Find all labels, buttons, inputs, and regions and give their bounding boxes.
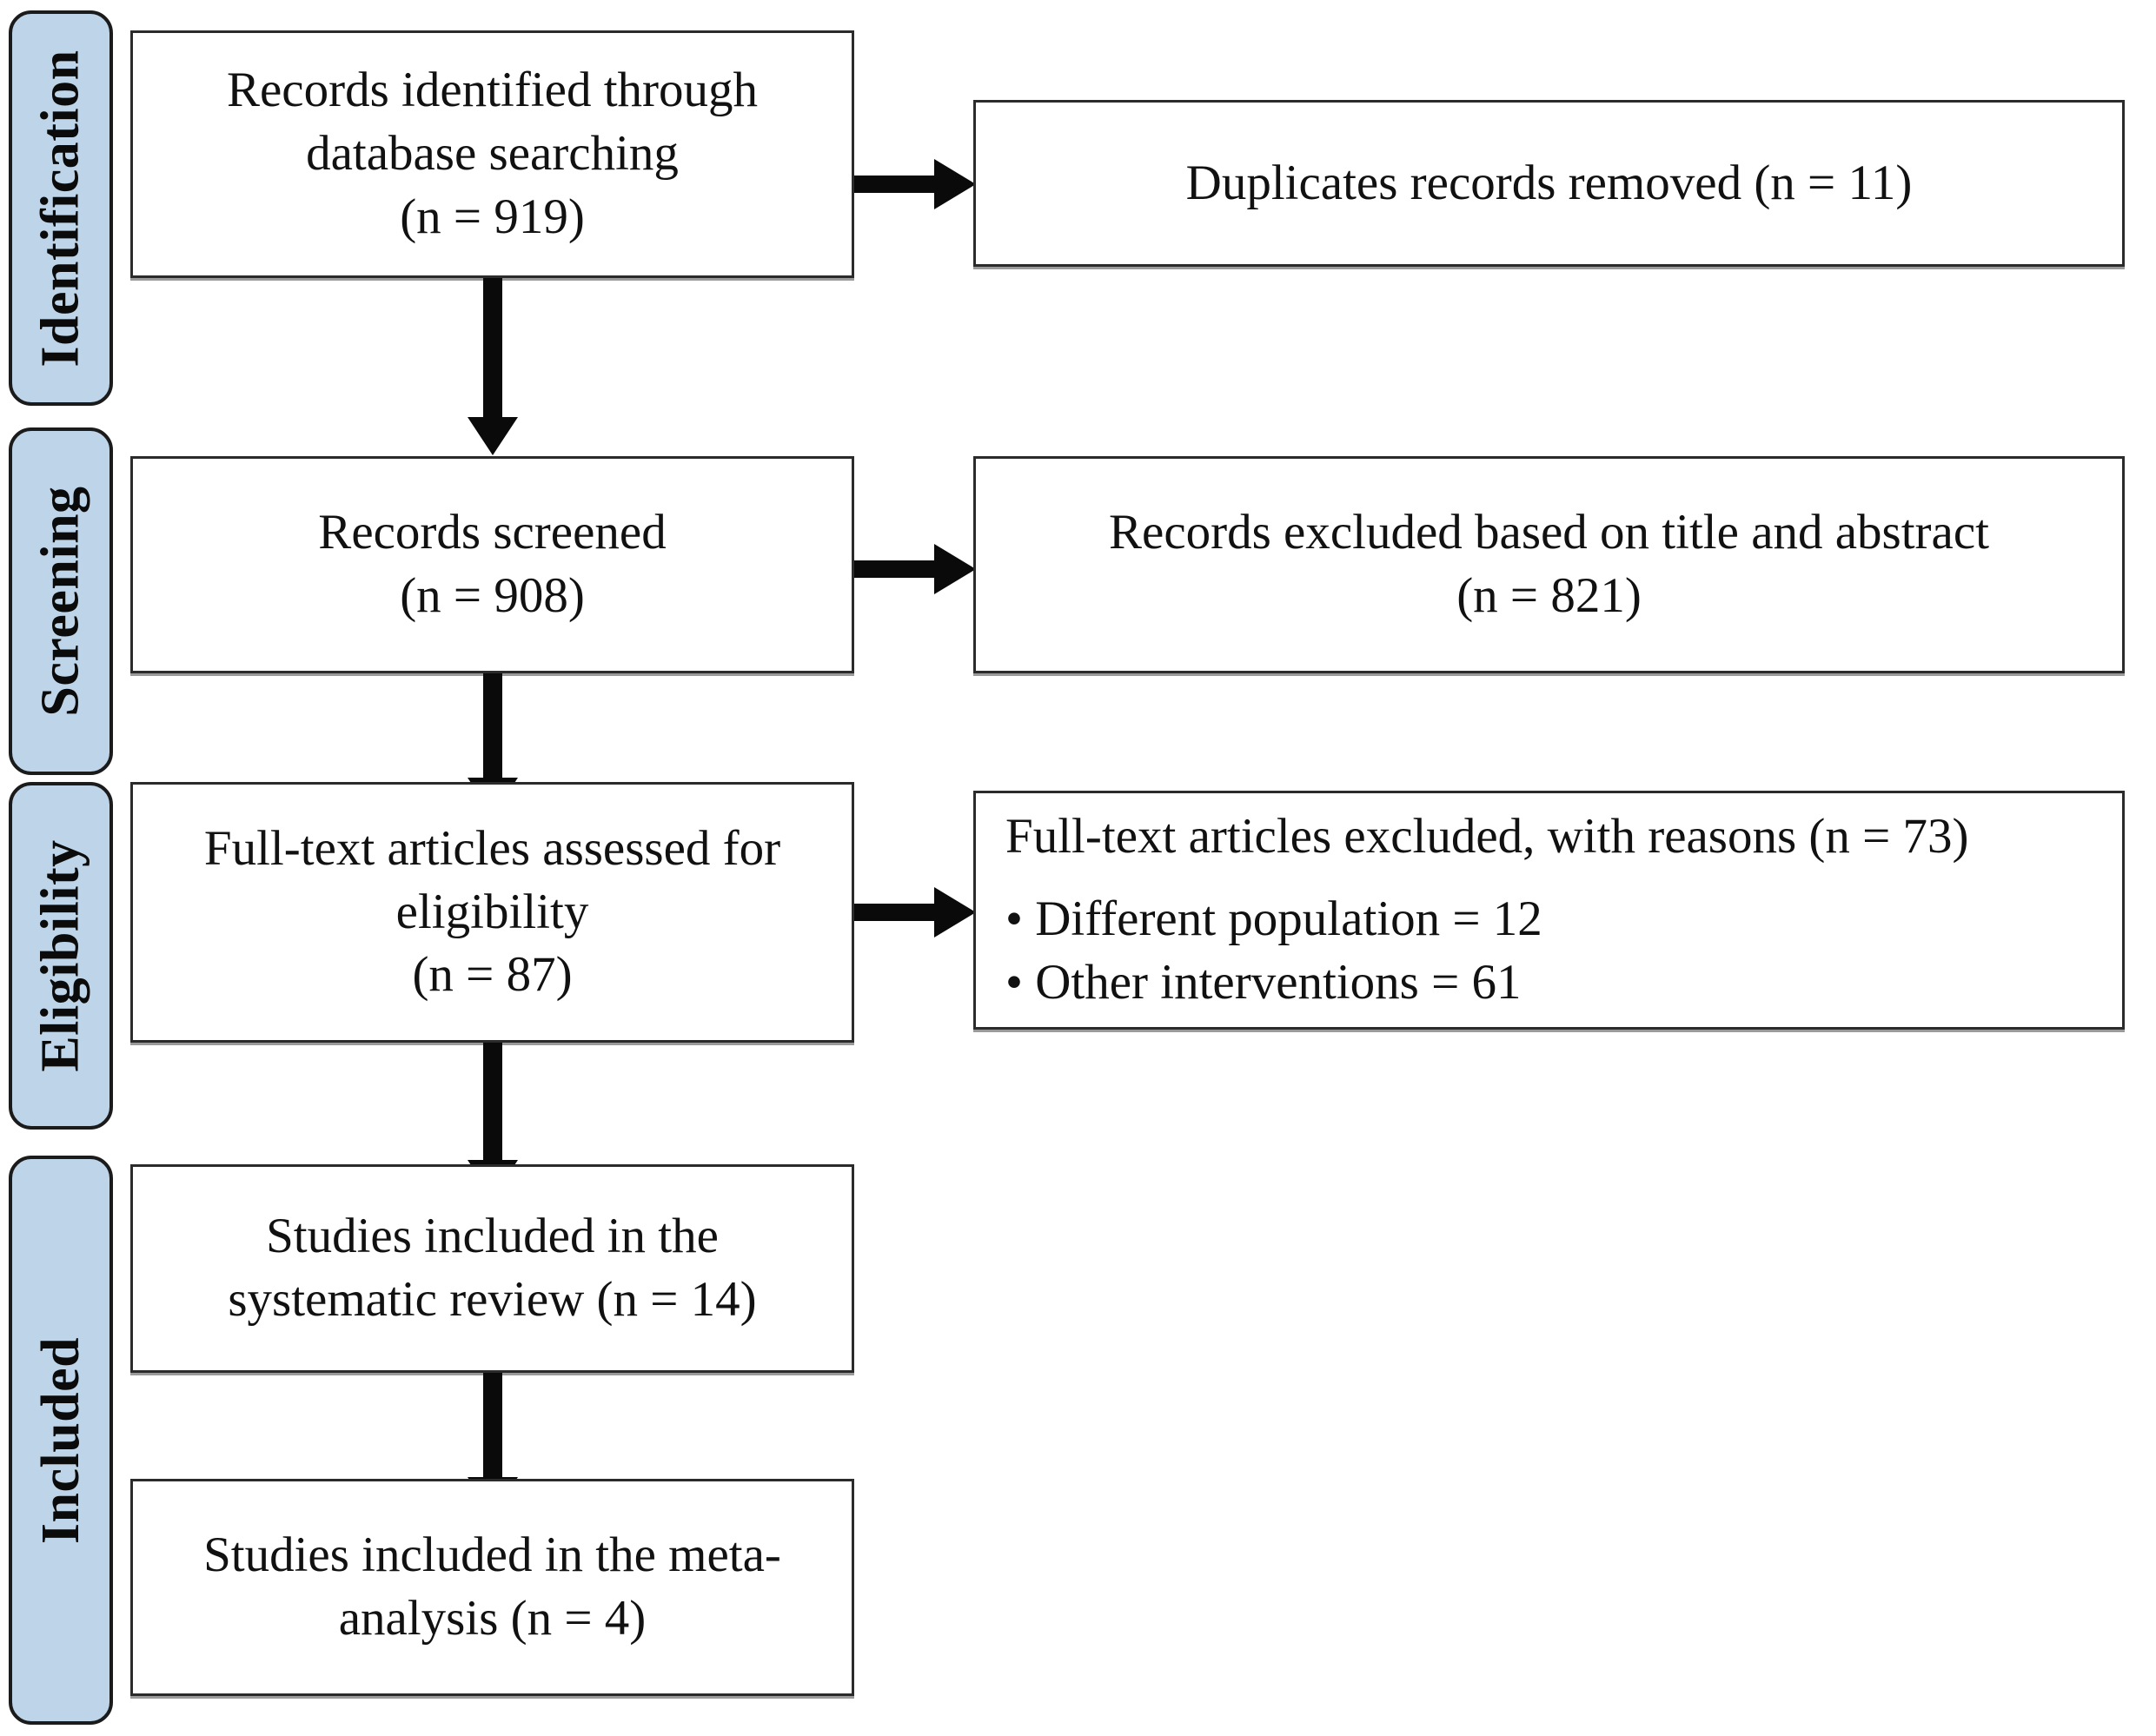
included-systematic-line2: systematic review (n = 14) (228, 1272, 757, 1327)
fulltext-assessed-line2: eligibility (395, 884, 589, 939)
included-systematic-line1: Studies included in the (266, 1209, 719, 1264)
records-screened-count: (n = 908) (400, 568, 585, 623)
arrow-shaft (483, 278, 502, 421)
records-identified-line1: Records identified through (226, 63, 759, 118)
stage-label-included-text: Included (31, 1336, 91, 1544)
box-duplicates-removed-text: Duplicates records removed (n = 11) (1185, 155, 1913, 210)
fulltext-excluded-heading: Full-text articles excluded, with reason… (1005, 809, 1969, 865)
fulltext-assessed-count: (n = 87) (412, 947, 573, 1003)
arrow-shaft (483, 673, 502, 782)
arrow-head (934, 159, 976, 209)
records-excluded-count: (n = 821) (1456, 568, 1642, 623)
stage-label-included: Included (9, 1156, 113, 1725)
box-records-identified: Records identified through database sear… (130, 30, 854, 278)
arrow-head (934, 887, 976, 938)
records-screened-line1: Records screened (318, 505, 667, 560)
stage-label-identification: Identification (9, 10, 113, 406)
box-included-systematic-review-text: Studies included in the systematic revie… (133, 1205, 852, 1332)
arrow-shaft (854, 176, 941, 193)
records-identified-count: (n = 919) (400, 189, 585, 244)
box-duplicates-removed: Duplicates records removed (n = 11) (973, 100, 2125, 267)
arrow-head (468, 417, 518, 455)
records-identified-line2: database searching (306, 126, 679, 182)
arrow-shaft (483, 1043, 502, 1164)
box-records-excluded-title-abstract-text: Records excluded based on title and abst… (976, 501, 2122, 628)
stage-label-screening: Screening (9, 427, 113, 775)
arrow-shaft (854, 904, 941, 921)
stage-label-identification-text: Identification (31, 49, 91, 368)
arrow-shaft (483, 1373, 502, 1481)
records-excluded-line1: Records excluded based on title and abst… (1109, 505, 1989, 560)
box-fulltext-assessed: Full-text articles assessed for eligibil… (130, 782, 854, 1043)
box-records-identified-text: Records identified through database sear… (133, 59, 852, 249)
stage-label-screening-text: Screening (31, 486, 90, 717)
fulltext-excluded-reason-1: • Different population = 12 (1005, 891, 1542, 947)
stage-label-eligibility: Eligibility (9, 782, 113, 1130)
box-included-systematic-review: Studies included in the systematic revie… (130, 1164, 854, 1373)
box-fulltext-excluded-reasons: Full-text articles excluded, with reason… (973, 791, 2125, 1030)
box-records-screened: Records screened (n = 908) (130, 456, 854, 673)
included-meta-line2: analysis (n = 4) (338, 1591, 647, 1646)
box-records-screened-text: Records screened (n = 908) (133, 501, 852, 628)
included-meta-line1: Studies included in the meta- (203, 1527, 781, 1583)
box-fulltext-excluded-reasons-text: Full-text articles excluded, with reason… (976, 805, 2122, 1015)
fulltext-excluded-reason-2: • Other interventions = 61 (1005, 954, 1522, 1010)
arrow-shaft (854, 560, 941, 578)
box-fulltext-assessed-text: Full-text articles assessed for eligibil… (133, 818, 852, 1008)
box-included-meta-analysis-text: Studies included in the meta- analysis (… (133, 1524, 852, 1651)
fulltext-assessed-line1: Full-text articles assessed for (203, 820, 781, 876)
arrow-head (934, 544, 976, 594)
box-records-excluded-title-abstract: Records excluded based on title and abst… (973, 456, 2125, 673)
box-included-meta-analysis: Studies included in the meta- analysis (… (130, 1479, 854, 1696)
stage-label-eligibility-text: Eligibility (31, 839, 90, 1072)
